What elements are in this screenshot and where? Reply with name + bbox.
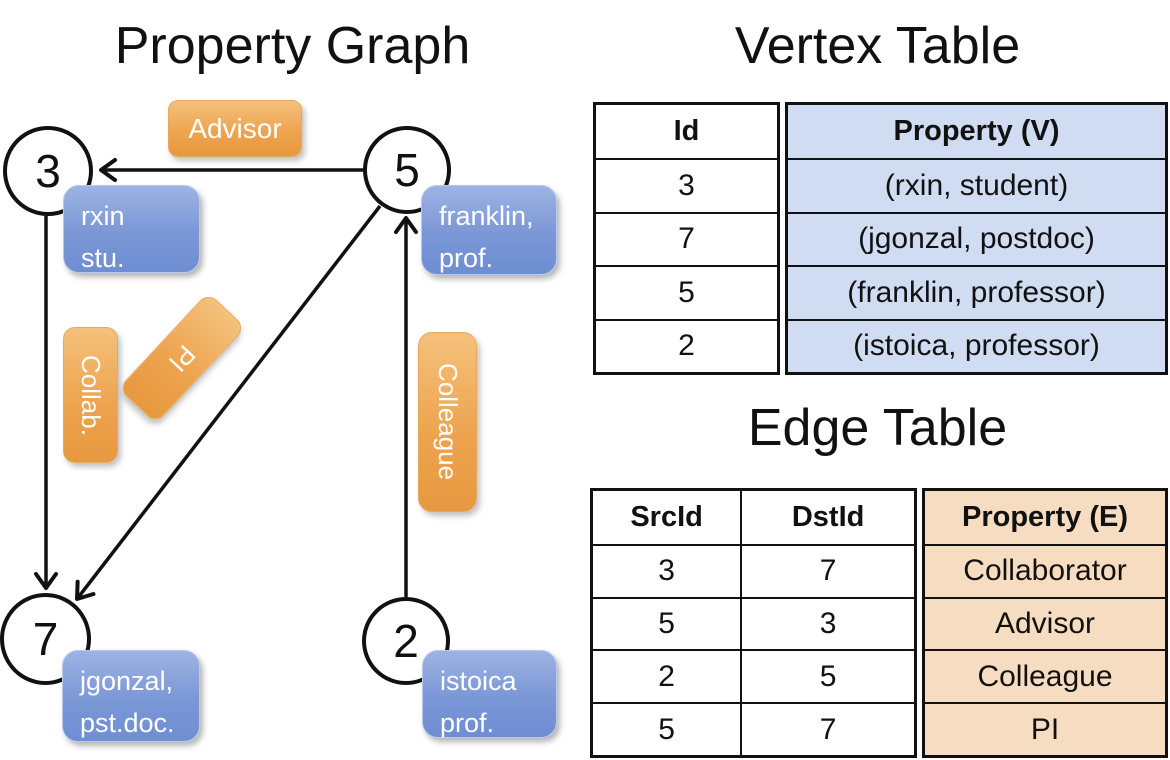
edge-table-property-cell: Collaborator bbox=[925, 543, 1165, 597]
edge-table-property-cell: PI bbox=[925, 702, 1165, 755]
edge-table-dst-header: DstId bbox=[740, 491, 914, 544]
edge-label-collab: Collab. bbox=[63, 327, 118, 463]
edge-table-src-cell: 5 bbox=[593, 596, 741, 650]
edge-table-property-cell: Advisor bbox=[925, 596, 1165, 650]
vertex-id: 7 bbox=[32, 613, 59, 665]
node-label-franklin: franklin, prof. bbox=[421, 185, 557, 275]
edge-table-title: Edge Table bbox=[747, 399, 1008, 457]
vertex-table-property-header: Property (V) bbox=[788, 105, 1165, 159]
vertex-table-id-cell: 3 bbox=[596, 158, 777, 211]
edge-label-text: Advisor bbox=[188, 112, 282, 144]
vertex-table-id-cell: 5 bbox=[596, 265, 777, 318]
edge-label-colleague: Colleague bbox=[418, 332, 477, 512]
vertex-table-id-cell: 7 bbox=[596, 211, 777, 265]
property-graph-title: Property Graph bbox=[114, 17, 471, 75]
vertex-circle-5: 5 bbox=[363, 126, 451, 214]
edge-table-src-dst-columns: SrcId DstId 3 7 5 3 2 5 5 7 bbox=[590, 488, 917, 758]
edge-table-dst-cell: 7 bbox=[740, 702, 914, 755]
vertex-circle-2: 2 bbox=[362, 597, 450, 685]
edge-table-src-cell: 5 bbox=[593, 702, 741, 755]
node-label-line1: rxin bbox=[81, 201, 125, 231]
node-label-line1: franklin, bbox=[439, 201, 534, 231]
edge-table-dst-cell: 3 bbox=[740, 596, 914, 650]
vertex-table-property-cell: (jgonzal, postdoc) bbox=[788, 211, 1165, 266]
edge-table-src-cell: 2 bbox=[593, 649, 741, 702]
node-label-line1: jgonzal, bbox=[80, 666, 174, 696]
edge-5-7-pi-arrow bbox=[75, 204, 382, 601]
node-label-line2: stu. bbox=[81, 242, 125, 273]
edge-label-text: PI bbox=[163, 339, 202, 378]
vertex-table-property-cell: (franklin, professor) bbox=[788, 265, 1165, 319]
vertex-id: 2 bbox=[393, 615, 419, 667]
vertex-table-title: Vertex Table bbox=[734, 17, 1021, 75]
node-label-line2: prof. bbox=[439, 242, 494, 273]
node-label-jgonzal: jgonzal, pst.doc. bbox=[62, 650, 200, 742]
edge-label-text: Colleague bbox=[433, 363, 463, 481]
node-label-line2: prof. bbox=[440, 707, 495, 738]
edge-table-dst-cell: 7 bbox=[740, 543, 914, 597]
vertex-id: 5 bbox=[394, 144, 420, 196]
vertex-table-property-cell: (istoica, professor) bbox=[788, 318, 1165, 372]
vertex-table-property-column: Property (V) (rxin, student) (jgonzal, p… bbox=[785, 102, 1168, 375]
edge-label-text: Collab. bbox=[76, 354, 106, 436]
edge-table-property-cell: Colleague bbox=[925, 649, 1165, 703]
edge-table-property-column: Property (E) Collaborator Advisor Collea… bbox=[922, 488, 1168, 758]
node-label-line1: istoica bbox=[440, 666, 517, 696]
vertex-table-property-cell: (rxin, student) bbox=[788, 158, 1165, 212]
edge-table-src-cell: 3 bbox=[593, 543, 741, 597]
edge-table-property-header: Property (E) bbox=[925, 491, 1165, 544]
vertex-id: 3 bbox=[35, 145, 61, 197]
node-label-line2: pst.doc. bbox=[80, 707, 175, 738]
edge-table-dst-cell: 5 bbox=[740, 649, 914, 703]
node-label-rxin: rxin stu. bbox=[63, 185, 200, 273]
edge-table-src-header: SrcId bbox=[630, 500, 703, 533]
node-label-istoica: istoica prof. bbox=[422, 650, 557, 738]
vertex-table-id-cell: 2 bbox=[596, 318, 777, 372]
vertex-table-id-header: Id bbox=[673, 115, 700, 148]
graph-edges bbox=[34, 158, 418, 601]
vertex-table-id-column: Id 3 7 5 2 bbox=[593, 102, 780, 375]
edge-label-advisor: Advisor bbox=[168, 100, 302, 157]
